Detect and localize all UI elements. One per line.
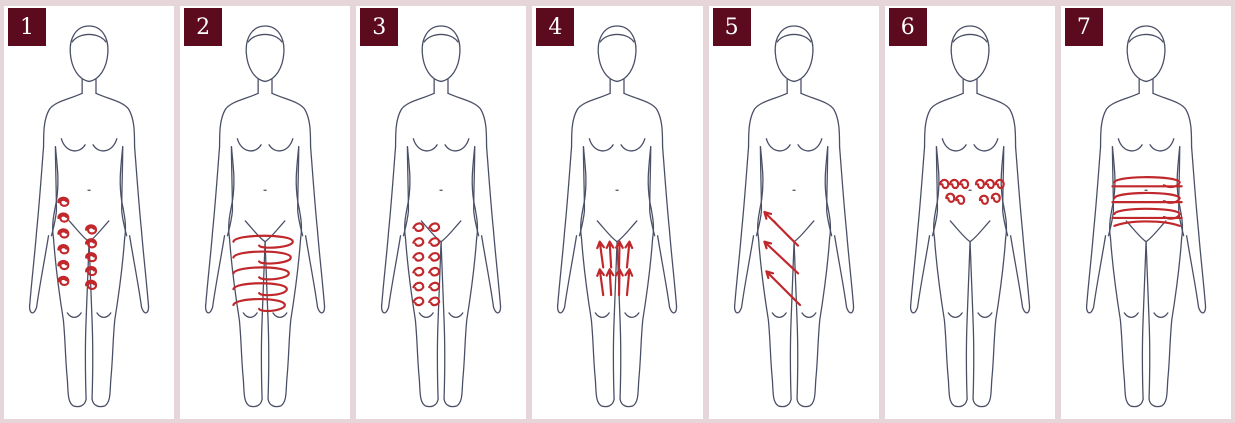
step-panel-5: 5 (709, 6, 879, 419)
body-figure-4 (532, 6, 702, 419)
body-outline (734, 26, 853, 407)
body-outline (382, 26, 501, 407)
body-figure-6 (885, 6, 1055, 419)
body-outline (1086, 26, 1205, 407)
step-number-badge: 1 (8, 8, 46, 46)
body-figure-7 (1061, 6, 1231, 419)
massage-strokes (940, 180, 1003, 204)
step-number-badge: 2 (184, 8, 222, 46)
step-panel-6: 6 (885, 6, 1055, 419)
step-panel-4: 4 (532, 6, 702, 419)
body-figure-3 (356, 6, 526, 419)
body-outline (30, 26, 149, 407)
body-outline (910, 26, 1029, 407)
body-outline (558, 26, 677, 407)
step-panel-1: 1 (4, 6, 174, 419)
body-figure-5 (709, 6, 879, 419)
step-number-badge: 4 (536, 8, 574, 46)
step-panel-3: 3 (356, 6, 526, 419)
step-number-badge: 5 (713, 8, 751, 46)
step-panel-2: 2 (180, 6, 350, 419)
massage-strokes (58, 198, 96, 289)
body-outline (206, 26, 325, 407)
massage-strokes (1112, 177, 1181, 226)
massage-strokes (234, 236, 293, 311)
step-number-badge: 7 (1065, 8, 1103, 46)
step-number-badge: 6 (889, 8, 927, 46)
step-panel-7: 7 (1061, 6, 1231, 419)
body-figure-2 (180, 6, 350, 419)
step-number-badge: 3 (360, 8, 398, 46)
body-figure-1 (4, 6, 174, 419)
